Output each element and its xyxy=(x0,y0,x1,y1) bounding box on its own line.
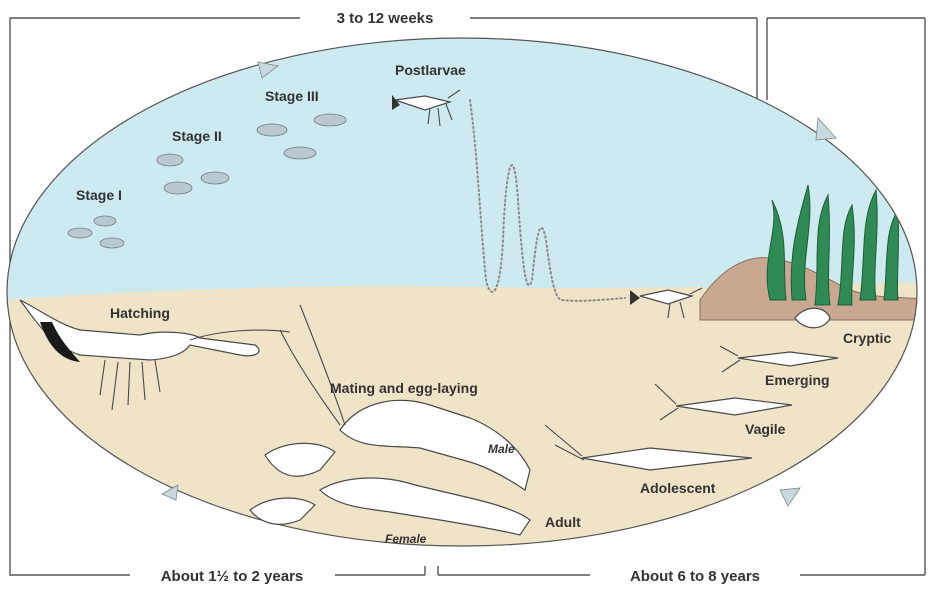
female-label: Female xyxy=(385,532,427,546)
adolescent-label: Adolescent xyxy=(640,480,716,496)
stage2-label: Stage II xyxy=(172,128,222,144)
mating-label: Mating and egg-laying xyxy=(330,380,478,396)
stage3-label: Stage III xyxy=(265,88,319,104)
vagile-label: Vagile xyxy=(745,421,786,437)
emerging-label: Emerging xyxy=(765,372,830,388)
duration-bottom-left-label: About 1½ to 2 years xyxy=(161,568,304,585)
duration-bottom-right-label: About 6 to 8 years xyxy=(630,568,760,585)
male-label: Male xyxy=(488,442,515,456)
adult-label: Adult xyxy=(545,514,581,530)
arrow-top-right xyxy=(816,118,836,140)
arrow-bottom-right xyxy=(780,488,800,506)
hatching-label: Hatching xyxy=(110,305,170,321)
cryptic-label: Cryptic xyxy=(843,330,891,346)
water-region xyxy=(0,0,931,300)
stage1-label: Stage I xyxy=(76,187,122,203)
duration-top-label: 3 to 12 weeks xyxy=(337,10,434,27)
postlarvae-label: Postlarvae xyxy=(395,62,466,78)
